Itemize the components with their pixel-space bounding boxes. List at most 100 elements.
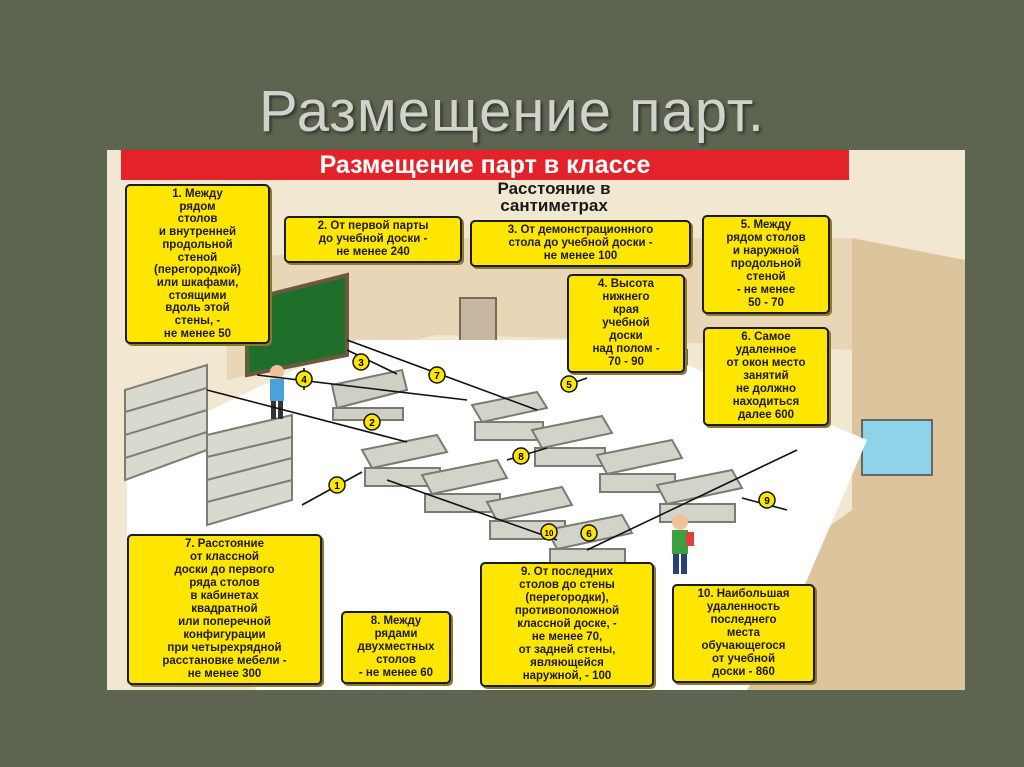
callout-line: последнего xyxy=(710,614,777,626)
callout-line: являющейся xyxy=(530,657,604,669)
callout-line: 9. От последних xyxy=(520,566,614,578)
marker-5: 5 xyxy=(560,375,578,393)
callout-line: доски до первого xyxy=(174,564,275,576)
desk-group xyxy=(360,390,744,568)
callout-line: занятий xyxy=(743,370,789,382)
callout-line: удаленное xyxy=(735,344,797,356)
callout-line: от классной xyxy=(190,551,259,563)
marker-10: 10 xyxy=(540,523,558,541)
poster-subtitle: Расстояние в сантиметрах xyxy=(459,180,649,214)
callout-8: 8. Между рядами двухместных столов - не … xyxy=(341,611,451,684)
bookshelf xyxy=(206,413,293,527)
callout-line: не менее 240 xyxy=(336,246,410,258)
callout-line: рядом столов xyxy=(726,232,806,244)
callout-line: стеной xyxy=(177,251,218,264)
marker-label: 3 xyxy=(358,358,364,369)
callout-line: удаленность xyxy=(706,601,781,613)
callout-line: от задней стены, xyxy=(518,644,616,656)
callout-10: 10. Наибольшая удаленность последнего ме… xyxy=(672,584,815,683)
callout-line: 2. От первой парты xyxy=(317,220,429,232)
callout-line: не менее 70, xyxy=(531,631,603,643)
marker-label: 1 xyxy=(334,481,340,492)
marker-1: 1 xyxy=(328,476,346,494)
callout-line: столов до стены xyxy=(519,579,615,591)
callout-line: от окон место xyxy=(726,357,806,369)
callout-line: стены, - xyxy=(174,315,221,328)
marker-label: 9 xyxy=(764,496,770,507)
poster-banner: Размещение парт в классе xyxy=(121,150,849,180)
callout-line: противоположной xyxy=(514,605,620,617)
window xyxy=(861,419,933,476)
callout-line: - не менее xyxy=(736,284,796,296)
callout-line: над полом - xyxy=(592,343,660,355)
marker-label: 7 xyxy=(434,371,440,382)
marker-label: 4 xyxy=(301,375,307,386)
callout-line: 1. Между xyxy=(172,188,223,200)
callout-line: столов xyxy=(376,654,416,666)
callout-line: и внутренней xyxy=(158,226,237,239)
callout-3: 3. От демонстрационного стола до учебной… xyxy=(470,220,691,267)
slide-title: Размещение парт. xyxy=(258,79,766,144)
callout-line: рядами xyxy=(374,628,418,640)
callout-line: рядом xyxy=(179,200,216,213)
callout-5: 5. Между рядом столов и наружной продоль… xyxy=(702,215,830,314)
callout-line: края xyxy=(613,304,639,316)
callout-line: находиться xyxy=(732,396,800,408)
callout-line: (перегородки), xyxy=(525,592,609,604)
callout-line: стеной xyxy=(746,271,786,283)
callout-line: не менее 100 xyxy=(543,250,618,262)
callout-line: не менее 50 xyxy=(163,327,232,340)
callout-line: или шкафами, xyxy=(156,276,239,289)
marker-label: 10 xyxy=(545,529,554,538)
callout-line: не менее 300 xyxy=(187,668,262,680)
callout-line: нижнего xyxy=(602,291,650,303)
callout-line: 6. Самое xyxy=(741,331,791,343)
callout-line: и наружной xyxy=(732,245,800,257)
callout-1: 1. Между рядом столов и внутренней продо… xyxy=(125,184,270,345)
callout-line: при четырехрядной xyxy=(167,642,282,654)
callout-line: классной доске, - xyxy=(517,618,617,630)
marker-2: 2 xyxy=(363,413,381,431)
marker-6: 6 xyxy=(580,524,598,542)
callout-line: квадратной xyxy=(191,603,258,615)
callout-line: стоящими xyxy=(168,289,227,302)
callout-line: столов xyxy=(177,213,218,226)
callout-line: наружной, - 100 xyxy=(522,670,612,682)
marker-9: 9 xyxy=(758,491,776,509)
callout-4: 4. Высота нижнего края учебной доски над… xyxy=(567,274,685,373)
callout-line: не должно xyxy=(735,383,796,395)
callout-line: учебной xyxy=(602,317,650,329)
callout-line: 3. От демонстрационного xyxy=(507,224,654,236)
callout-line: обучающегося xyxy=(701,640,786,652)
callout-line: продольной xyxy=(730,258,802,270)
callout-line: 4. Высота xyxy=(597,278,655,290)
callout-line: расстановке мебели - xyxy=(162,655,287,667)
marker-8: 8 xyxy=(512,447,530,465)
marker-label: 6 xyxy=(586,529,592,540)
callout-6: 6. Самое удаленное от окон место занятий… xyxy=(703,327,829,426)
callout-line: продольной xyxy=(162,238,233,251)
callout-line: 8. Между xyxy=(370,615,422,627)
callout-line: конфигурации xyxy=(183,629,266,641)
callout-line: 5. Между xyxy=(740,219,792,231)
marker-3: 3 xyxy=(352,353,370,371)
classroom-poster: 1 2 3 4 5 6 7 8 9 10 Размещение парт в к… xyxy=(107,150,965,690)
marker-label: 2 xyxy=(369,418,375,429)
callout-2: 2. От первой парты до учебной доски - не… xyxy=(284,216,462,263)
callout-9: 9. От последних столов до стены (перегор… xyxy=(480,562,654,687)
callout-line: 7. Расстояние xyxy=(185,538,264,550)
callout-line: (перегородкой) xyxy=(154,264,241,277)
callout-line: - не менее 60 xyxy=(358,667,434,679)
callout-line: вдоль этой xyxy=(165,302,230,315)
callout-line: в кабинетах xyxy=(190,590,259,602)
blackboard xyxy=(245,272,349,378)
marker-4: 4 xyxy=(295,370,313,388)
callout-7: 7. Расстояние от классной доски до перво… xyxy=(127,534,322,685)
callout-line: от учебной xyxy=(711,653,776,665)
callout-line: или поперечной xyxy=(178,616,271,628)
callout-line: 10. Наибольшая xyxy=(697,588,790,600)
callout-line: двухместных xyxy=(357,641,435,653)
callout-line: доски xyxy=(609,330,643,342)
subtitle-line: Расстояние xyxy=(497,179,596,198)
callout-line: 70 - 90 xyxy=(608,356,644,368)
